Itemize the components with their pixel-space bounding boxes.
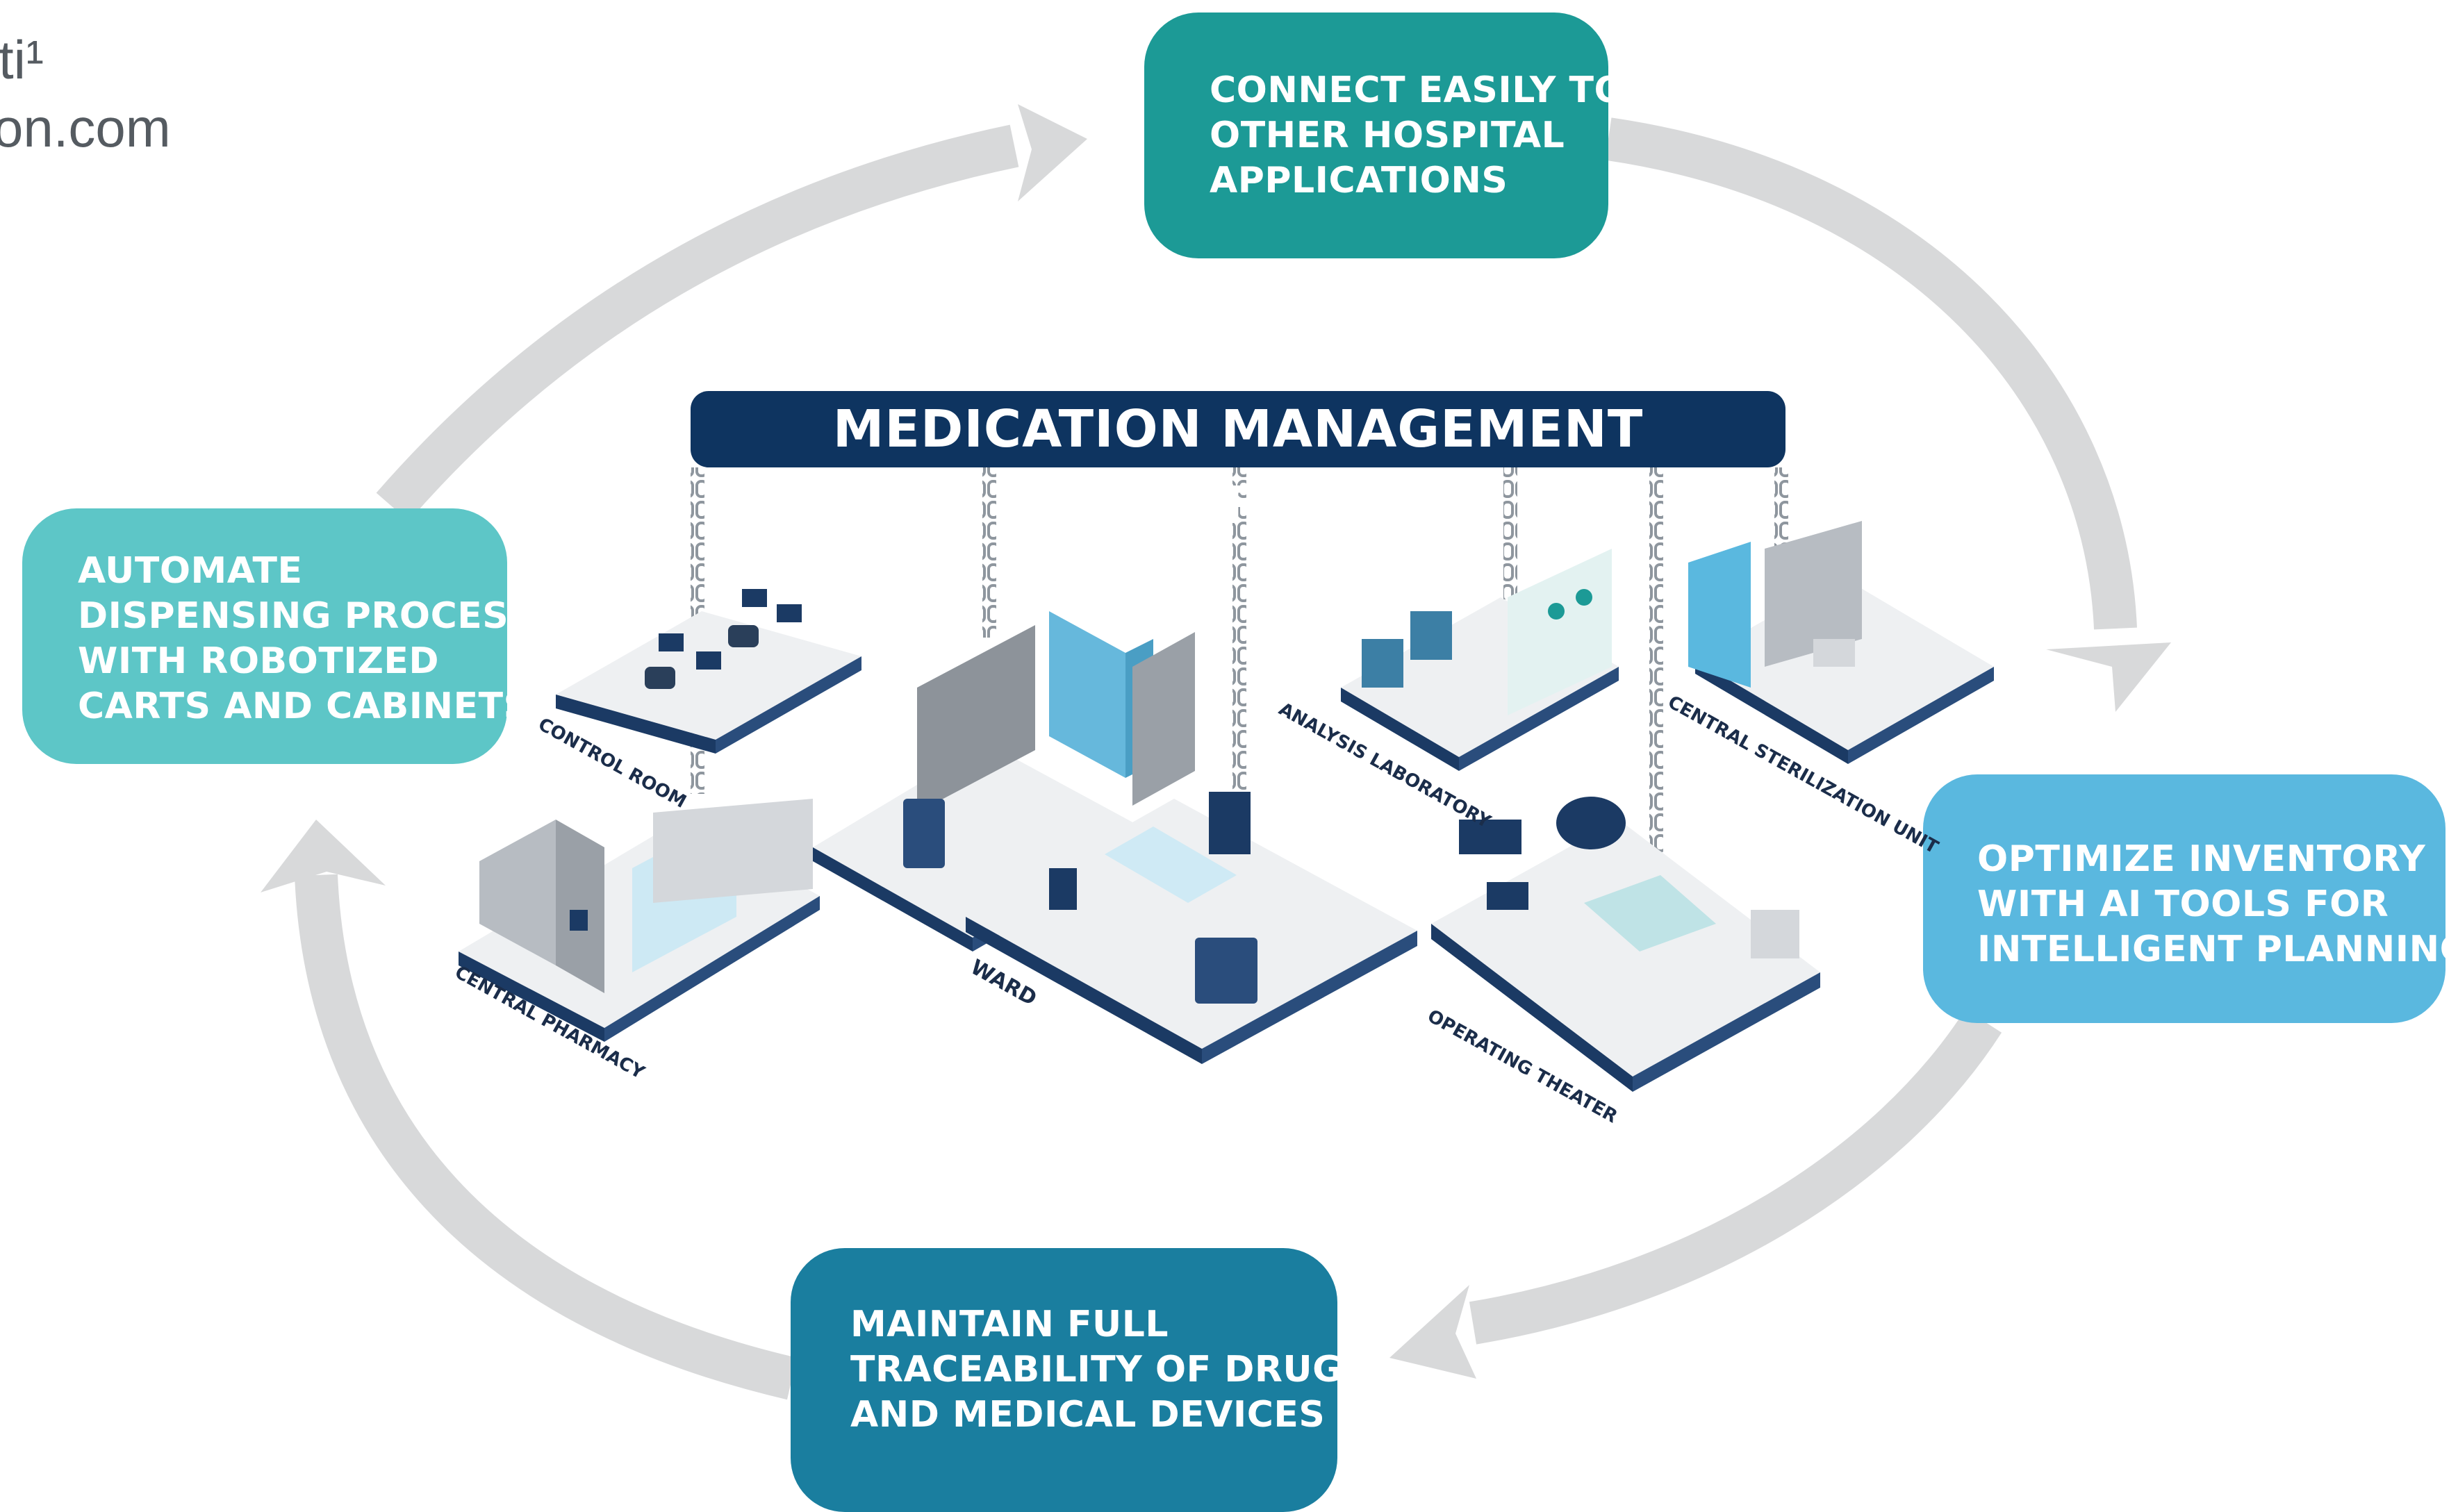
central-sterilization-scene (1688, 521, 1994, 764)
ward-lower-scene (966, 792, 1417, 1064)
cropped-header-line-2: on.com (0, 97, 171, 158)
chain (1649, 467, 1663, 898)
arrowhead-bottom (1389, 1285, 1476, 1379)
box-text-line: CARTS AND CABINETS (78, 686, 530, 727)
box-text-line: TRACEABILITY OF DRUGS (850, 1349, 1369, 1390)
arrow-left-to-top (376, 124, 1019, 522)
control-room-scene (556, 589, 861, 754)
arrow-bottom-to-left (295, 874, 798, 1400)
box-text-line: AUTOMATE (78, 550, 303, 592)
box-optimize-inventory: OPTIMIZE INVENTORY WITH AI TOOLS FOR INT… (1923, 774, 2458, 1023)
operating-theater-scene (1431, 797, 1820, 1092)
box-text-line: APPLICATIONS (1210, 160, 1508, 201)
chain (1774, 467, 1788, 558)
box-automate-dispensing: AUTOMATE DISPENSING PROCESS WITH ROBOTIZ… (22, 508, 534, 764)
box-text-line: OTHER HOSPITAL (1210, 115, 1565, 156)
arrow-right-to-bottom (1469, 1009, 2002, 1345)
box-text-line: MAINTAIN FULL (850, 1304, 1169, 1345)
box-text-line: CONNECT EASILY TO (1210, 69, 1626, 111)
chain (1232, 467, 1246, 853)
box-maintain-traceability: MAINTAIN FULL TRACEABILITY OF DRUGS AND … (791, 1248, 1369, 1512)
box-text-line: OPTIMIZE INVENTORY (1977, 838, 2426, 880)
room-platforms (459, 521, 1994, 1092)
arrowhead-top (1018, 104, 1087, 201)
analysis-laboratory-scene (1341, 549, 1619, 771)
cropped-header-text: ti¹ on.com (0, 28, 171, 283)
platform-banner: MEDICATION MANAGEMENT PLATFORM (691, 391, 1785, 535)
chain (982, 467, 996, 638)
box-text-line: INTELLIGENT PLANNING (1977, 929, 2458, 970)
platform-chains (691, 467, 1788, 898)
box-text-line: DISPENSING PROCESS (78, 595, 534, 637)
central-pharmacy-scene (459, 799, 820, 1042)
chain (1503, 467, 1517, 599)
arrow-top-to-right (1605, 117, 2137, 630)
cropped-header-line-1: ti¹ (0, 29, 44, 90)
cycle-arrowheads (261, 104, 2171, 1379)
box-text-line: AND MEDICAL DEVICES (850, 1394, 1326, 1436)
arrowhead-left (261, 820, 386, 892)
arrowhead-right (2046, 642, 2171, 712)
cycle-arrows (295, 117, 2137, 1400)
box-connect-applications: CONNECT EASILY TO OTHER HOSPITAL APPLICA… (1144, 13, 1626, 258)
box-text-line: WITH AI TOOLS FOR (1977, 883, 2389, 925)
box-text-line: WITH ROBOTIZED (78, 640, 440, 682)
